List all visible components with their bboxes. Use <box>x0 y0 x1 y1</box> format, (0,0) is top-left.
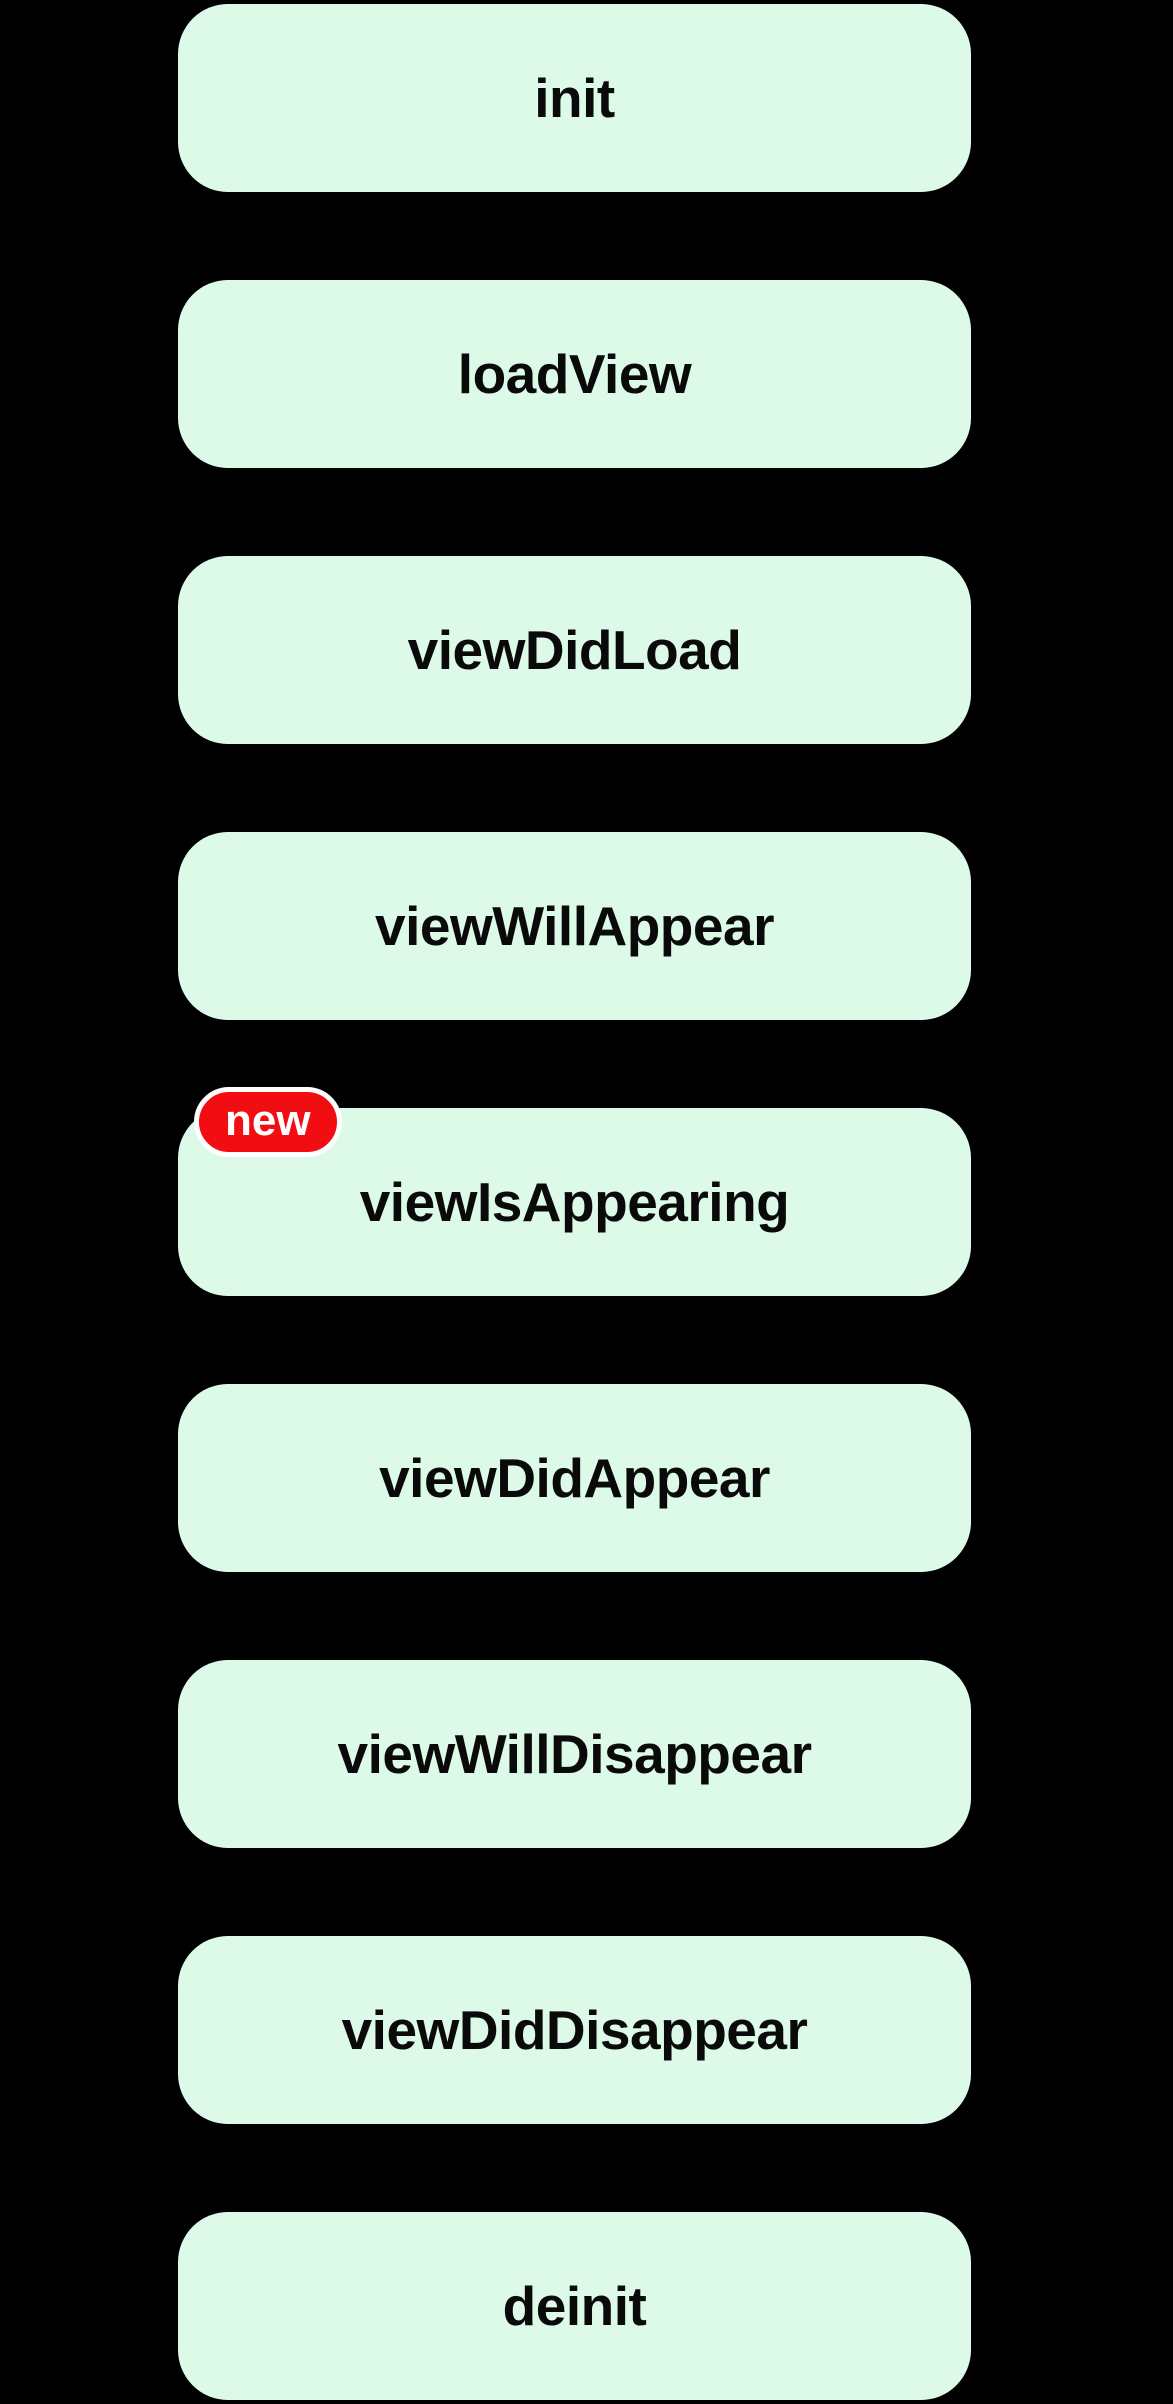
node-label: viewDidAppear <box>379 1446 770 1509</box>
node-viewdidappear: viewDidAppear <box>178 1384 971 1572</box>
node-viewisappearing: new viewIsAppearing <box>178 1087 971 1296</box>
node-deinit: deinit <box>178 2212 971 2400</box>
node-label: viewWillDisappear <box>337 1722 812 1785</box>
node-viewdidload: viewDidLoad <box>178 556 971 744</box>
node-label: deinit <box>502 2274 647 2337</box>
node-viewwillappear: viewWillAppear <box>178 832 971 1020</box>
new-badge: new <box>194 1087 342 1157</box>
node-label: loadView <box>457 342 692 405</box>
new-badge-label: new <box>225 1095 311 1145</box>
node-label: init <box>534 66 615 129</box>
node-label: viewWillAppear <box>374 894 775 957</box>
node-init: init <box>178 4 971 192</box>
node-label: viewIsAppearing <box>359 1170 790 1233</box>
node-label: viewDidLoad <box>407 618 742 681</box>
node-viewdiddisappear: viewDidDisappear <box>178 1936 971 2124</box>
node-label: viewDidDisappear <box>341 1998 808 2061</box>
node-loadview: loadView <box>178 280 971 468</box>
node-viewwilldisappear: viewWillDisappear <box>178 1660 971 1848</box>
